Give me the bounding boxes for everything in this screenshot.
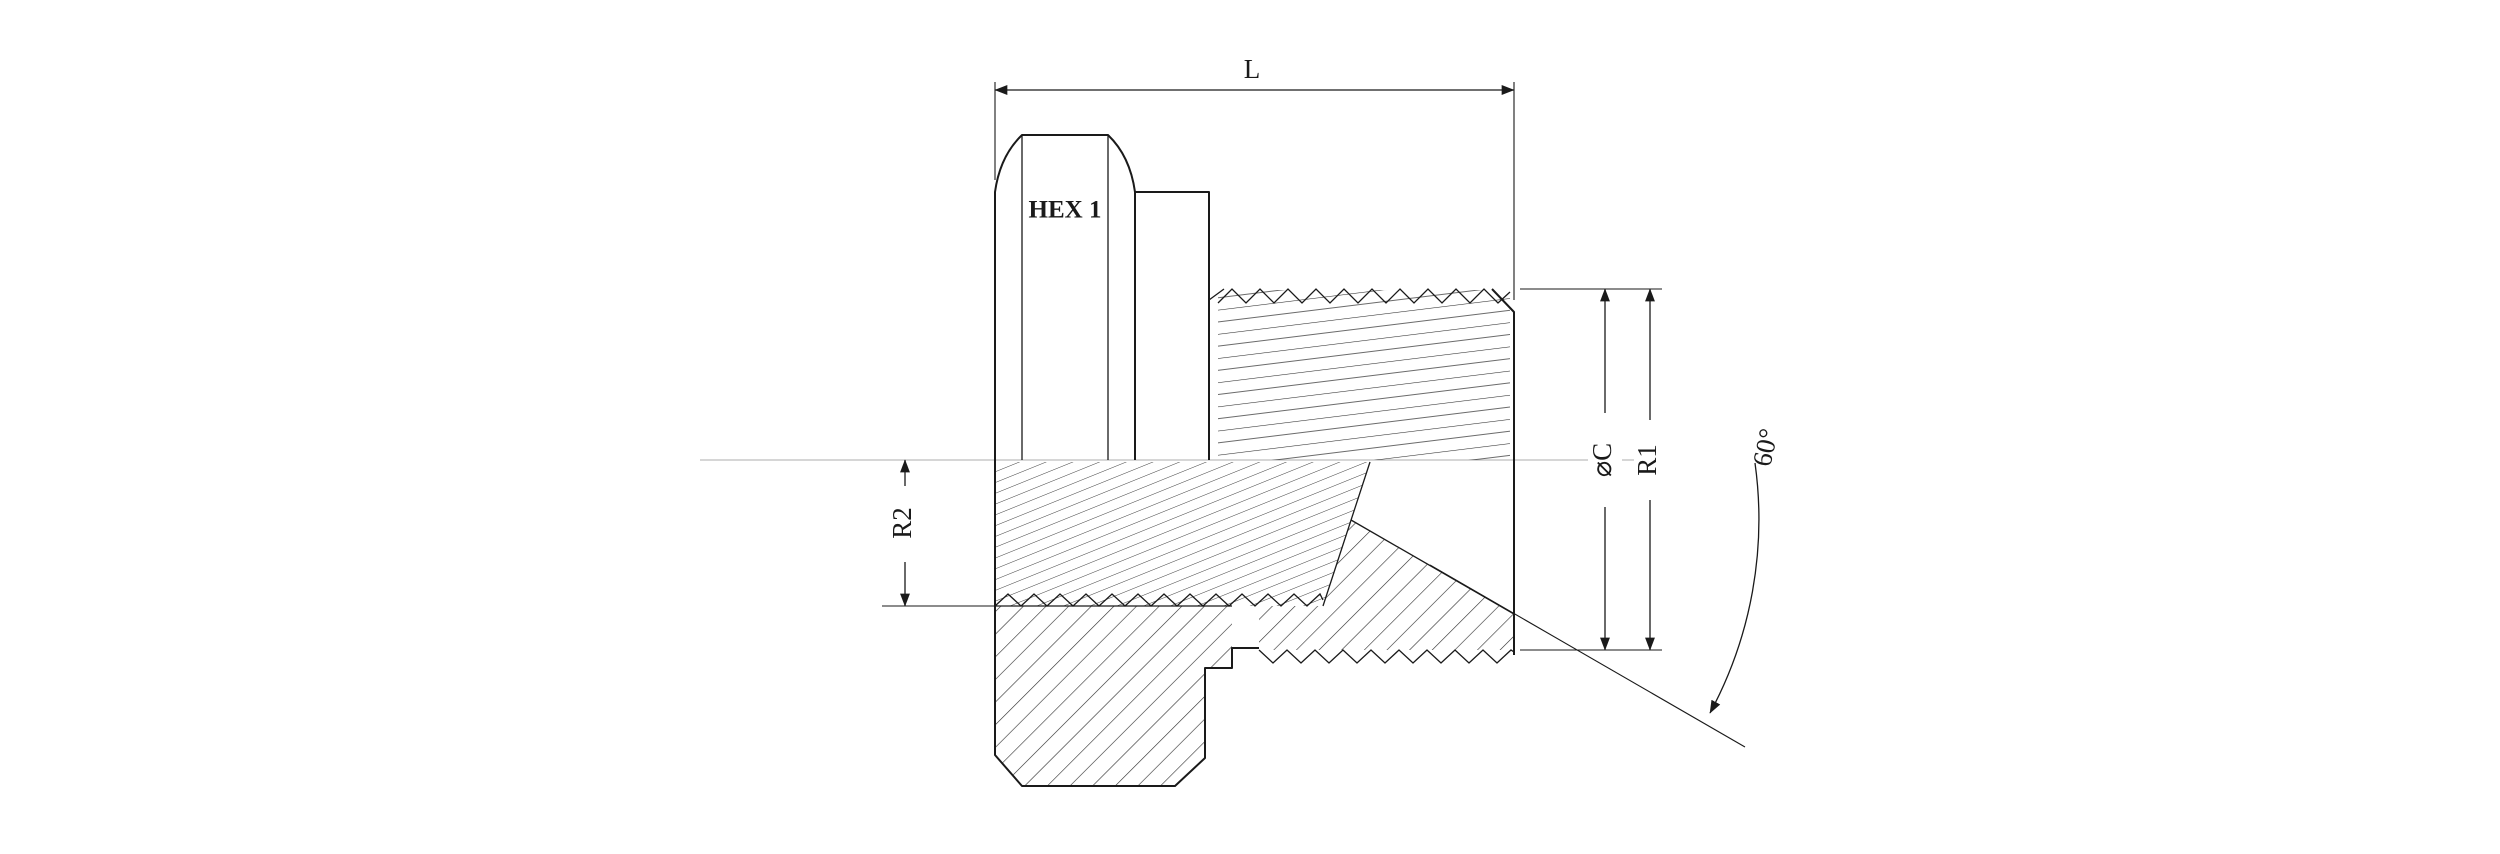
dim-label-r2-bg [888,486,922,562]
male-thread-fill [1218,290,1510,460]
dim-label-bore-diameter: ⌀C [1587,443,1617,477]
hex-size-label: HEX 1 [1029,197,1102,224]
dim-label-cone-angle: 60° [1747,426,1784,469]
hex-head [994,134,1136,460]
collar [1135,191,1225,460]
dim-label-r2: R2 [887,507,917,539]
body-section-outline [994,460,1371,787]
dim-label-r1-bg [1634,420,1666,500]
female-thread-fill [995,462,1370,606]
dim-cone-angle [1429,462,1760,748]
dim-label-r1: R1 [1632,444,1662,476]
section-hatch-body [995,606,1232,786]
male-thread-outline [1217,288,1515,655]
dim-overall-length [994,82,1515,300]
dim-label-bore-bg [1588,413,1622,507]
section-hatch-cone [1259,520,1514,650]
dim-label-length: L [1244,54,1261,84]
